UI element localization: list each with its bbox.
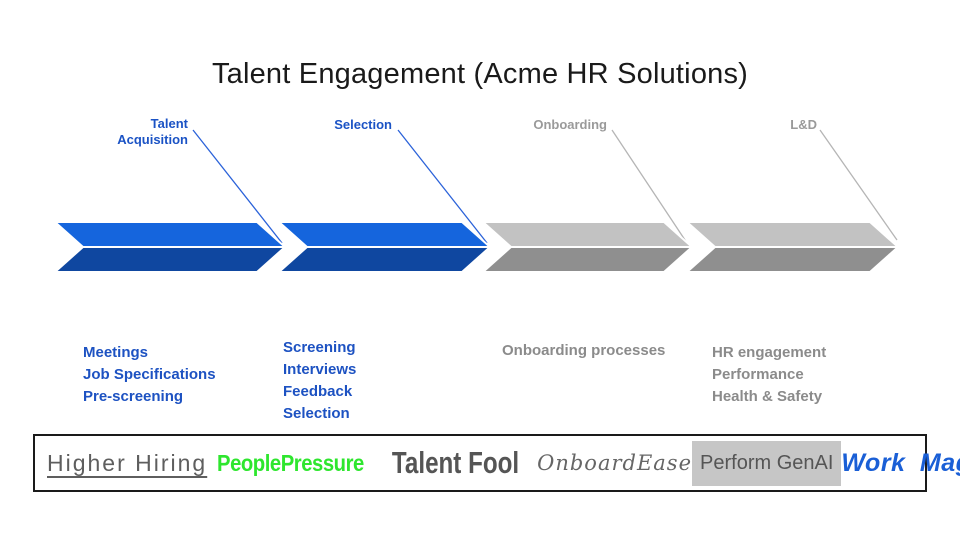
- stage-arrow-ld-bottom: [684, 246, 901, 273]
- stage-arrow-selection-top: [276, 221, 493, 248]
- logo-people-pressure: PeoplePressure: [217, 449, 365, 476]
- stage-arrow-onboarding-bottom: [480, 246, 695, 273]
- stage-label-ld: L&D: [790, 117, 817, 132]
- stage-items-onboarding: Onboarding processes: [502, 340, 665, 362]
- stage-item: Screening: [283, 339, 356, 356]
- stage-arrow-selection-bottom: [276, 246, 493, 273]
- stage-item: HR engagement: [712, 344, 827, 361]
- logo-talent-fool: Talent Fool: [392, 445, 520, 480]
- logo-perform-genai: Perform GenAI: [692, 440, 842, 486]
- stage-item: Pre-screening: [83, 388, 184, 405]
- stage-item: Performance: [712, 366, 804, 383]
- vendor-logo-bar: Higher Hiring PeoplePressure Talent Fool…: [33, 434, 960, 492]
- stage-arrow-onboarding-top: [480, 221, 695, 248]
- stage-arrow-talent-acquisition-bottom: [52, 246, 288, 273]
- stage-label-selection: Selection: [334, 117, 392, 132]
- page-title: Talent Engagement (Acme HR Solutions): [211, 58, 749, 90]
- stage-item: Meetings: [83, 344, 149, 361]
- stage-item: Interviews: [283, 361, 357, 378]
- stage-items-selection: Screening Interviews Feedback Selection: [283, 337, 356, 425]
- stage-item: Onboarding processes: [502, 342, 666, 359]
- stage-items-talent-acquisition: Meetings Job Specifications Pre-screenin…: [83, 342, 216, 408]
- leader-line-selection: [397, 129, 488, 244]
- stage-items-ld: HR engagement Performance Health & Safet…: [712, 342, 826, 408]
- stage-label-onboarding: Onboarding: [533, 117, 607, 132]
- stage-item: Health & Safety: [712, 388, 823, 405]
- leader-line-ld: [819, 129, 898, 241]
- stage-item: Feedback: [283, 383, 353, 400]
- leader-line-talent-acquisition: [192, 129, 283, 244]
- stage-arrow-talent-acquisition-top: [52, 221, 288, 248]
- stage-item: Selection: [283, 405, 350, 422]
- logo-onboard-ease: OnboardEase: [537, 451, 693, 475]
- stage-label-talent-acquisition: Talent Acquisition: [117, 116, 188, 147]
- leader-line-onboarding: [611, 129, 688, 244]
- logo-higher-hiring: Higher Hiring: [47, 449, 208, 476]
- stage-item: Job Specifications: [83, 366, 216, 383]
- logo-work-magic: Work Magic: [841, 448, 960, 477]
- stage-arrow-ld-top: [684, 221, 901, 248]
